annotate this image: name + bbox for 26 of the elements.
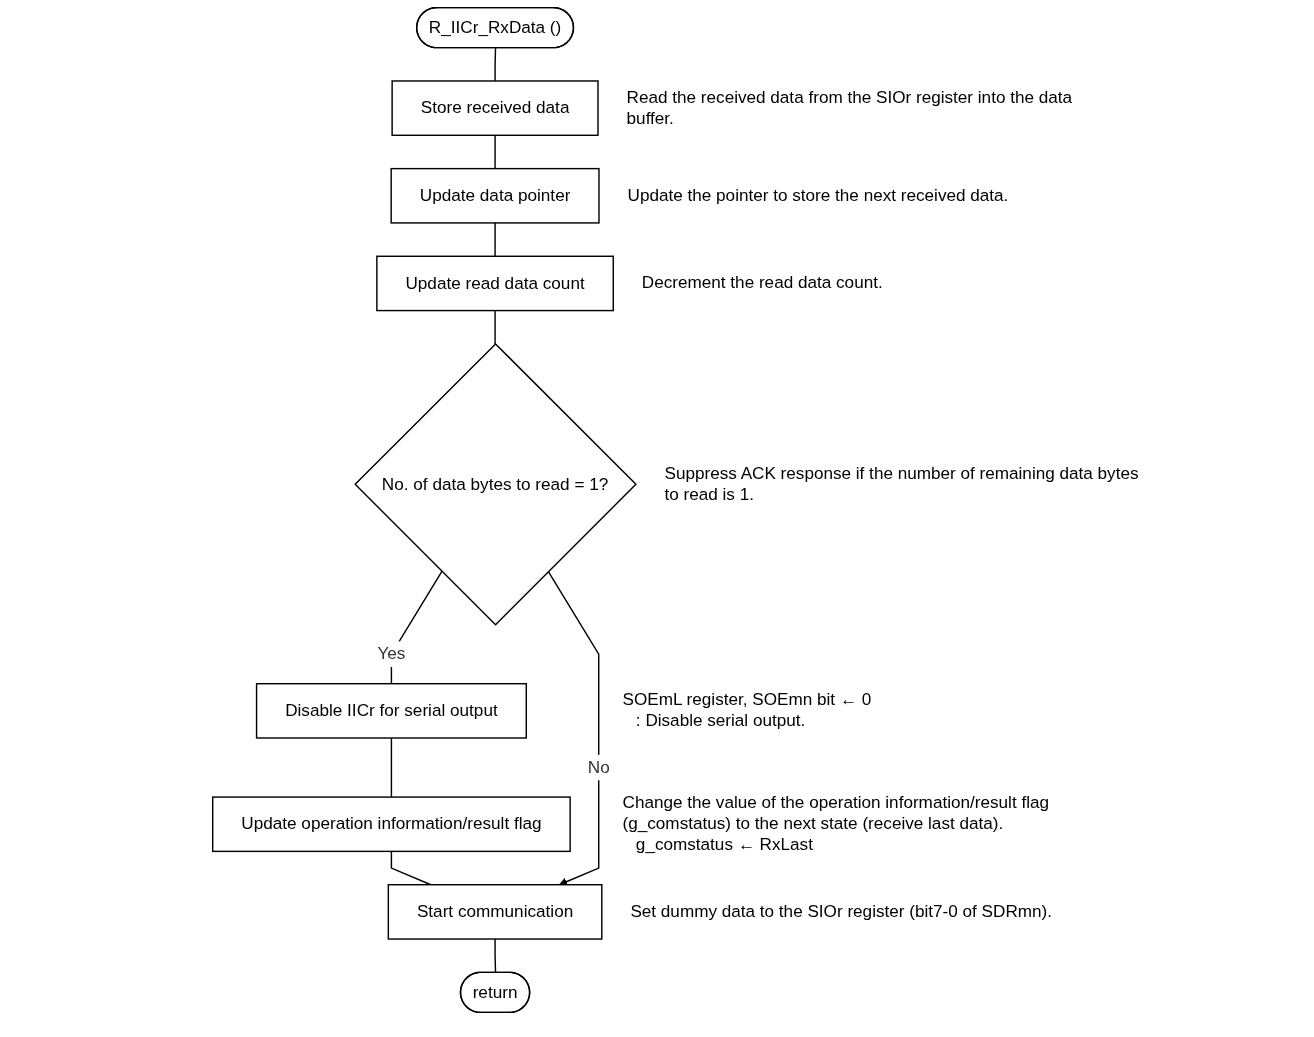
node-diamond: No. of data bytes to read = 1? — [354, 342, 637, 626]
node-box: Start communication — [387, 884, 603, 940]
annotation-text: SOEmL register, SOEmn bit ← 0 — [622, 688, 872, 709]
annotation-text: Update the pointer to store the next received data. — [627, 184, 1009, 205]
connector — [390, 850, 432, 886]
edge-label: Yes — [377, 644, 406, 664]
annotation-text: Change the value of the operation information/result flag (g_comstatus) to the next state (receive last data). — [622, 791, 1050, 833]
node-box: Update data pointer — [390, 167, 600, 224]
connector — [494, 222, 496, 257]
connector — [494, 309, 496, 345]
annotation-text: Read the received data from the SIOr register into the data buffer. — [626, 86, 1073, 128]
annotation-text: Suppress ACK response if the number of remaining data bytes to read is 1. — [664, 462, 1139, 504]
annotation-text: g_comstatus ← RxLast — [635, 833, 813, 854]
connector — [390, 737, 393, 798]
connector — [494, 938, 497, 974]
annotation-text: : Disable serial output. — [635, 709, 806, 730]
annotation-text: Decrement the read data count. — [641, 271, 883, 292]
connector — [494, 47, 497, 82]
edge-label: No — [587, 757, 610, 777]
node-box: Update operation information/result flag — [212, 796, 571, 853]
connector — [494, 134, 496, 170]
node-box: Store received data — [391, 80, 599, 136]
node-box: Update read data count — [376, 255, 614, 312]
annotation-text: Set dummy data to the SIOr register (bit7-0 of SDRmn). — [630, 900, 1052, 921]
arrow — [547, 570, 600, 886]
node-box: Disable IICr for serial output — [255, 683, 527, 739]
